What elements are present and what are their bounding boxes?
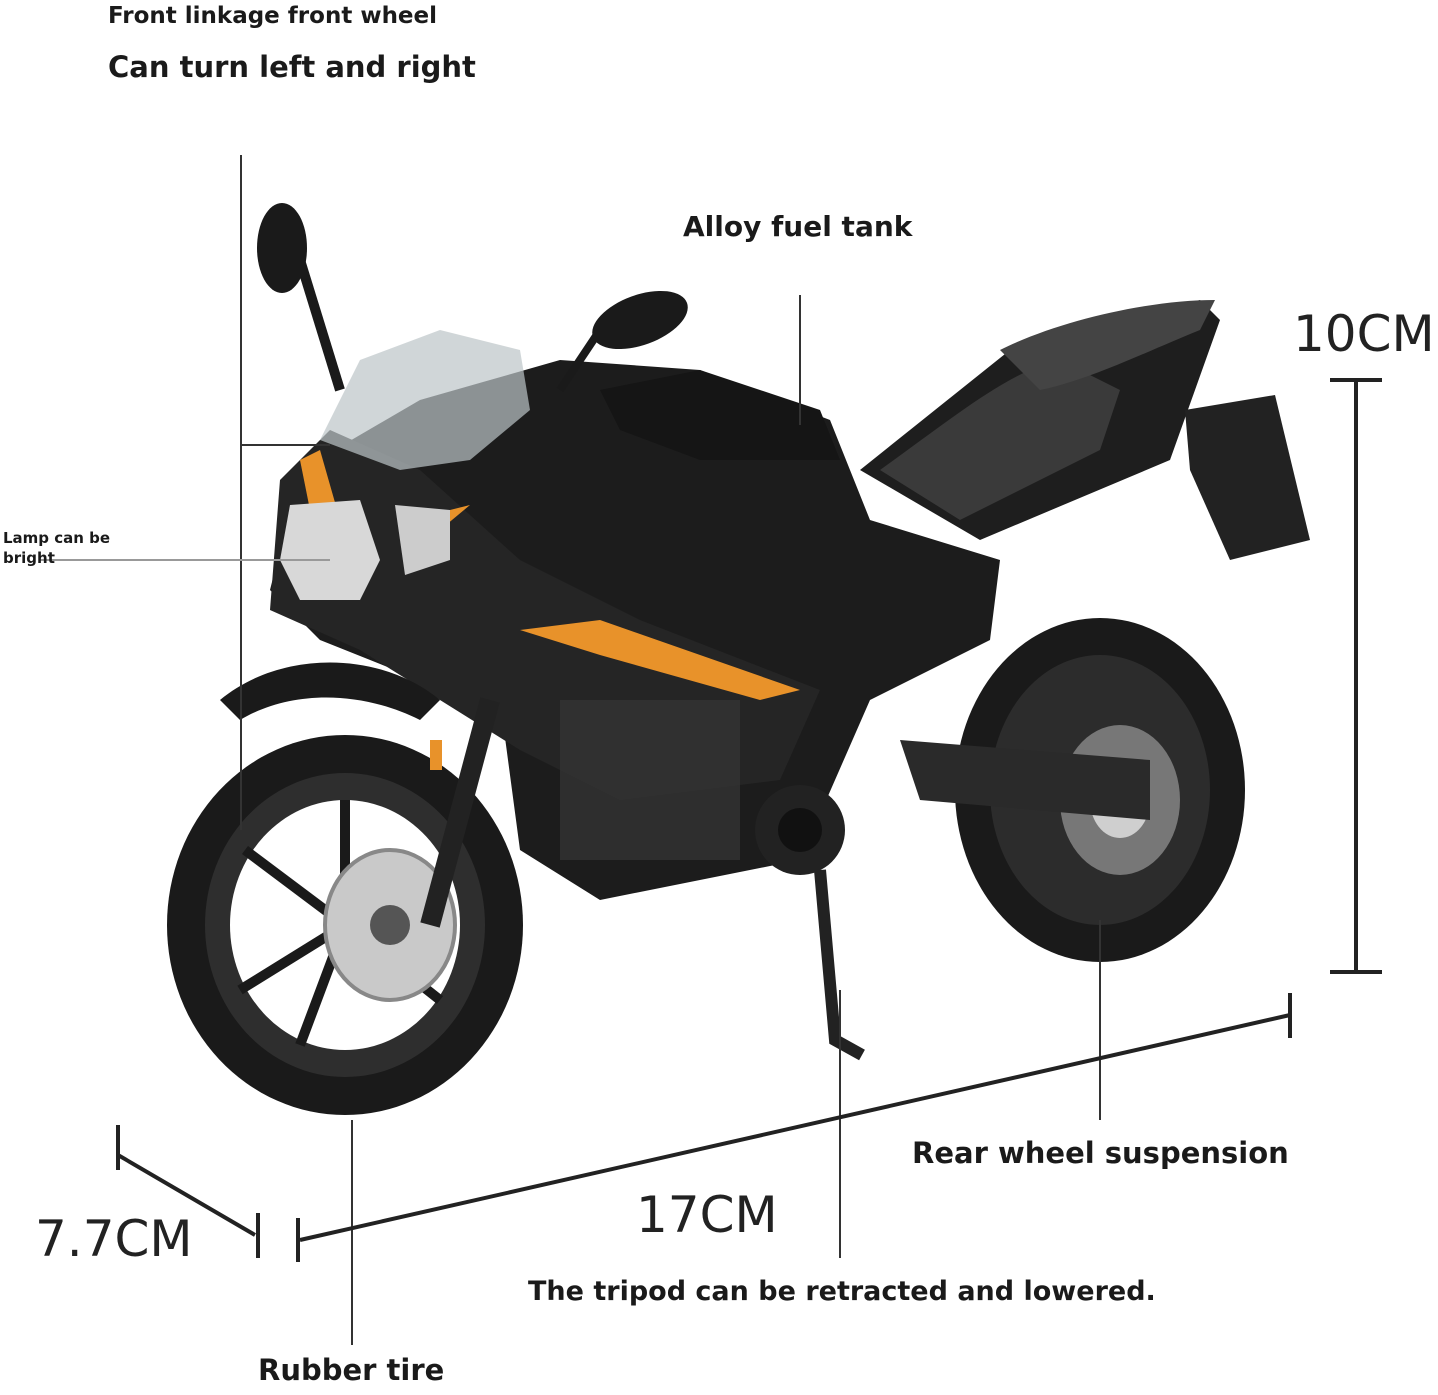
fuel-tank-label: Alloy fuel tank — [683, 210, 913, 243]
tripod-label: The tripod can be retracted and lowered. — [528, 1276, 1156, 1307]
turn-label: Can turn left and right — [108, 50, 476, 84]
headlight — [280, 500, 380, 600]
front-linkage-label: Front linkage front wheel — [108, 3, 438, 29]
callout-lines — [40, 155, 1101, 1345]
dimension-lines — [116, 378, 1382, 1262]
rubber-tire-label: Rubber tire — [258, 1353, 445, 1387]
rear-suspension-label: Rear wheel suspension — [912, 1136, 1289, 1170]
accent-stripe — [520, 620, 800, 700]
width-dimension: 7.7CM — [35, 1210, 193, 1268]
height-dimension: 10CM — [1293, 305, 1435, 363]
lamp-label: Lamp can be bright — [3, 529, 111, 567]
length-dimension: 17CM — [636, 1186, 778, 1244]
motorcycle-illustration — [167, 203, 1310, 1115]
